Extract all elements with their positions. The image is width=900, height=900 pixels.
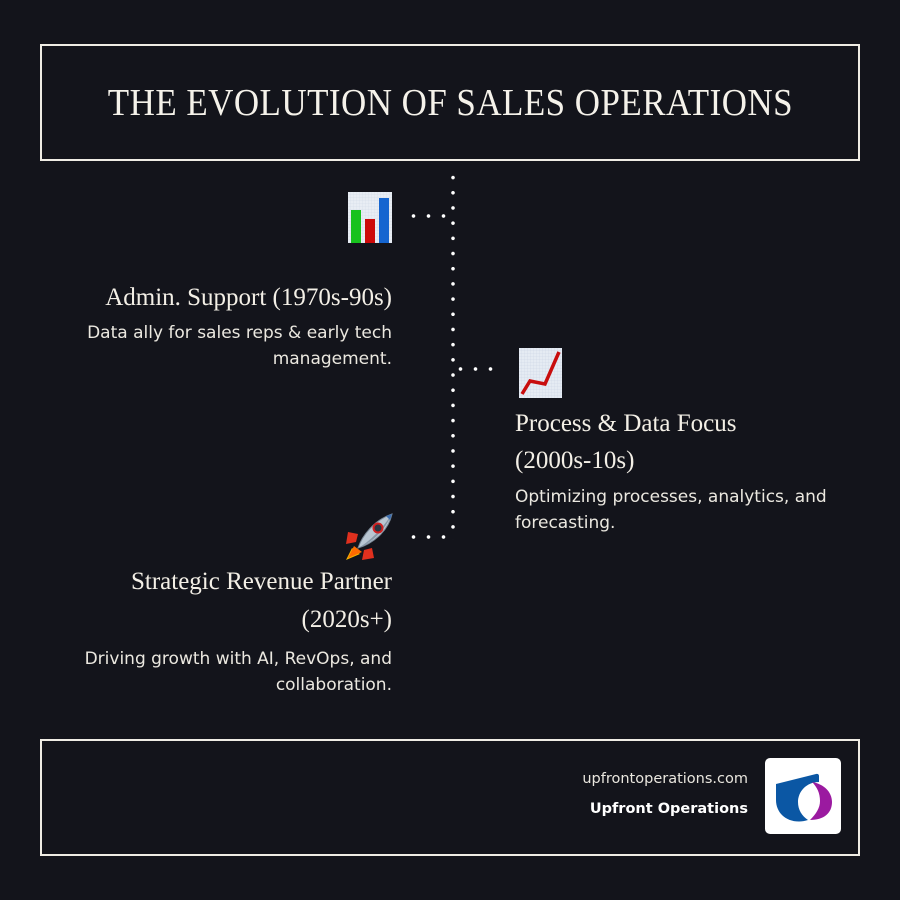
stage-2-title-line-2: (2000s-10s) xyxy=(515,447,635,474)
stage-1-connector xyxy=(406,214,452,218)
footer: upfrontoperations.com Upfront Operations xyxy=(40,739,860,856)
upfront-operations-logo-icon xyxy=(765,758,841,834)
stage-2-description: Optimizing processes, analytics, and for… xyxy=(515,487,827,533)
footer-brand-name: Upfront Operations xyxy=(589,801,748,817)
stage-2-connector xyxy=(453,367,501,371)
stage-3-title-line-1: Strategic Revenue Partner xyxy=(130,568,392,595)
stage-3-connector xyxy=(406,535,452,539)
stage-2-title-line-1: Process & Data Focus xyxy=(515,410,737,437)
timeline-dotted-line xyxy=(451,170,455,540)
page-title: THE EVOLUTION OF SALES OPERATIONS xyxy=(107,81,793,124)
stage-1-title: Admin. Support (1970s-90s) xyxy=(105,284,392,311)
bar-chart-emoji-icon xyxy=(348,192,392,243)
title-box: THE EVOLUTION OF SALES OPERATIONS xyxy=(40,44,860,161)
stage-3-title-line-2: (2020s+) xyxy=(301,606,392,633)
stage-1-description: Data ally for sales reps & early tech ma… xyxy=(87,323,392,369)
footer-website-link[interactable]: upfrontoperations.com xyxy=(582,771,748,787)
rocket-emoji-icon xyxy=(344,510,396,562)
chart-increasing-emoji-icon xyxy=(519,348,562,398)
stage-3-description: Driving growth with AI, RevOps, and coll… xyxy=(84,649,392,695)
